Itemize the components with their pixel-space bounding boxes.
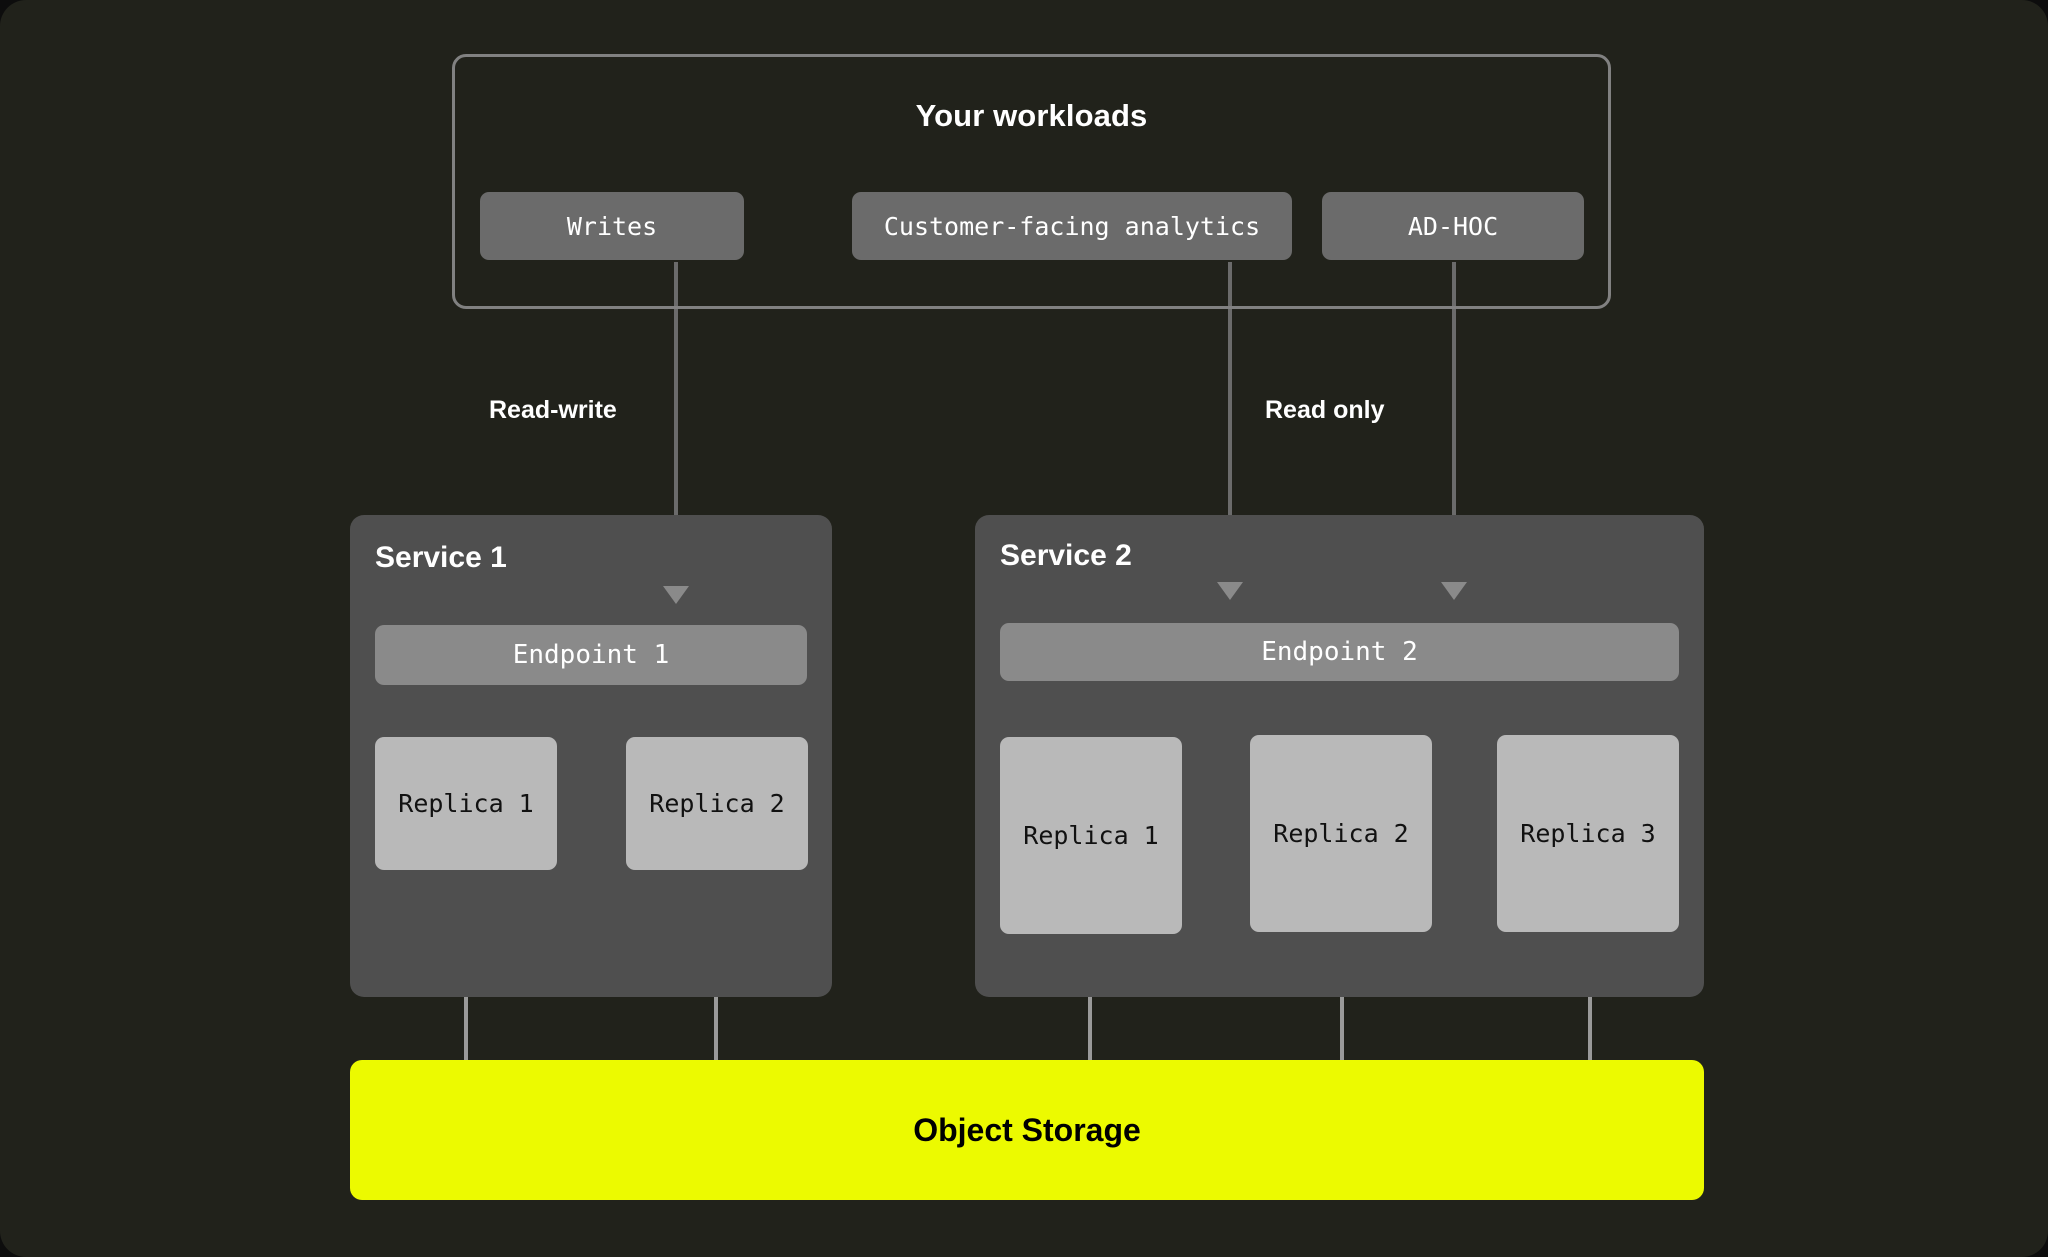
workload-chip-writes[interactable]: Writes [480,192,744,260]
service-title-2: Service 2 [1000,539,1132,572]
endpoint-label: Endpoint 2 [1261,637,1418,667]
endpoint-box-1[interactable]: Endpoint 1 [375,625,807,685]
object-storage-label: Object Storage [913,1111,1141,1148]
arrowhead-to-endpoint2-analytics [1217,582,1243,600]
workload-chip-label: Customer-facing analytics [883,211,1261,241]
flow-label-read-write: Read-write [489,396,617,424]
endpoint-label: Endpoint 1 [512,640,670,670]
replica-box-s1-r1[interactable]: Replica 1 [375,737,557,870]
workload-chip-label: Writes [566,211,658,241]
workload-chip-label: AD-HOC [1407,211,1499,241]
arrowhead-to-endpoint2-adhoc [1441,582,1467,600]
replica-box-s2-r2[interactable]: Replica 2 [1250,735,1432,932]
endpoint-box-2[interactable]: Endpoint 2 [1000,623,1679,681]
workload-chip-customer-facing-analytics[interactable]: Customer-facing analytics [852,192,1292,260]
workloads-title: Your workloads [915,98,1148,133]
replica-box-s1-r2[interactable]: Replica 2 [626,737,808,870]
connector-analytics-to-endpoint2 [1228,262,1232,584]
object-storage-box[interactable]: Object Storage [350,1060,1704,1200]
service-title-1: Service 1 [375,541,507,574]
replica-label: Replica 3 [1520,819,1656,848]
flow-label-read-only: Read only [1265,396,1385,424]
replica-label: Replica 1 [398,789,534,818]
replica-box-s2-r3[interactable]: Replica 3 [1497,735,1679,932]
workloads-container [452,54,1611,309]
workload-chip-ad-hoc[interactable]: AD-HOC [1322,192,1584,260]
replica-box-s2-r1[interactable]: Replica 1 [1000,737,1182,934]
connector-adhoc-to-endpoint2 [1452,262,1456,584]
replica-label: Replica 1 [1023,821,1159,850]
arrowhead-to-endpoint1 [663,586,689,604]
replica-label: Replica 2 [649,789,785,818]
replica-label: Replica 2 [1273,819,1409,848]
connector-writes-to-endpoint1 [674,262,678,588]
